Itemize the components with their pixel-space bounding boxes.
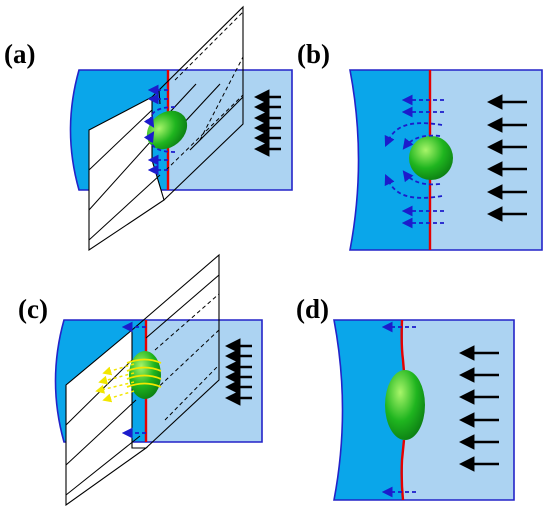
- blue-flow-arrows: [143, 84, 176, 176]
- tilted-plane-lines: [88, 109, 161, 241]
- panel-label: (a): [4, 39, 35, 69]
- tilted-plane: [131, 253, 220, 449]
- region-border: [349, 69, 543, 251]
- black-arrows: [224, 338, 252, 406]
- tilted-plane-hidden-edges: [165, 11, 244, 171]
- particle: [146, 110, 188, 150]
- black-arrows: [486, 94, 527, 222]
- particle: [385, 370, 425, 440]
- blue-flow-arrows: [384, 94, 444, 229]
- particle: [409, 136, 453, 180]
- panel-a: (a): [4, 5, 293, 252]
- panel-b: (b): [297, 39, 543, 251]
- blue-flow-arrows: [381, 321, 416, 498]
- panel-label: (c): [18, 294, 48, 324]
- interface-line: [400, 319, 406, 501]
- panel-c: (c): [18, 253, 263, 506]
- panel-d: (d): [296, 294, 515, 501]
- yellow-coil: [126, 358, 162, 388]
- blue-flow-arrows: [121, 321, 146, 439]
- panel-label: (b): [297, 39, 330, 69]
- region-border: [333, 319, 515, 501]
- black-arrows: [458, 345, 499, 472]
- black-arrows: [253, 89, 281, 157]
- light-fluid-region: [146, 320, 262, 442]
- dark-fluid-region: [334, 320, 403, 500]
- panel-label: (d): [296, 294, 329, 324]
- tilted-plane-hidden-edges: [149, 293, 220, 421]
- light-fluid-region: [168, 70, 292, 190]
- yellow-field-arrows: [95, 363, 135, 403]
- tilted-plane-front: [65, 328, 148, 506]
